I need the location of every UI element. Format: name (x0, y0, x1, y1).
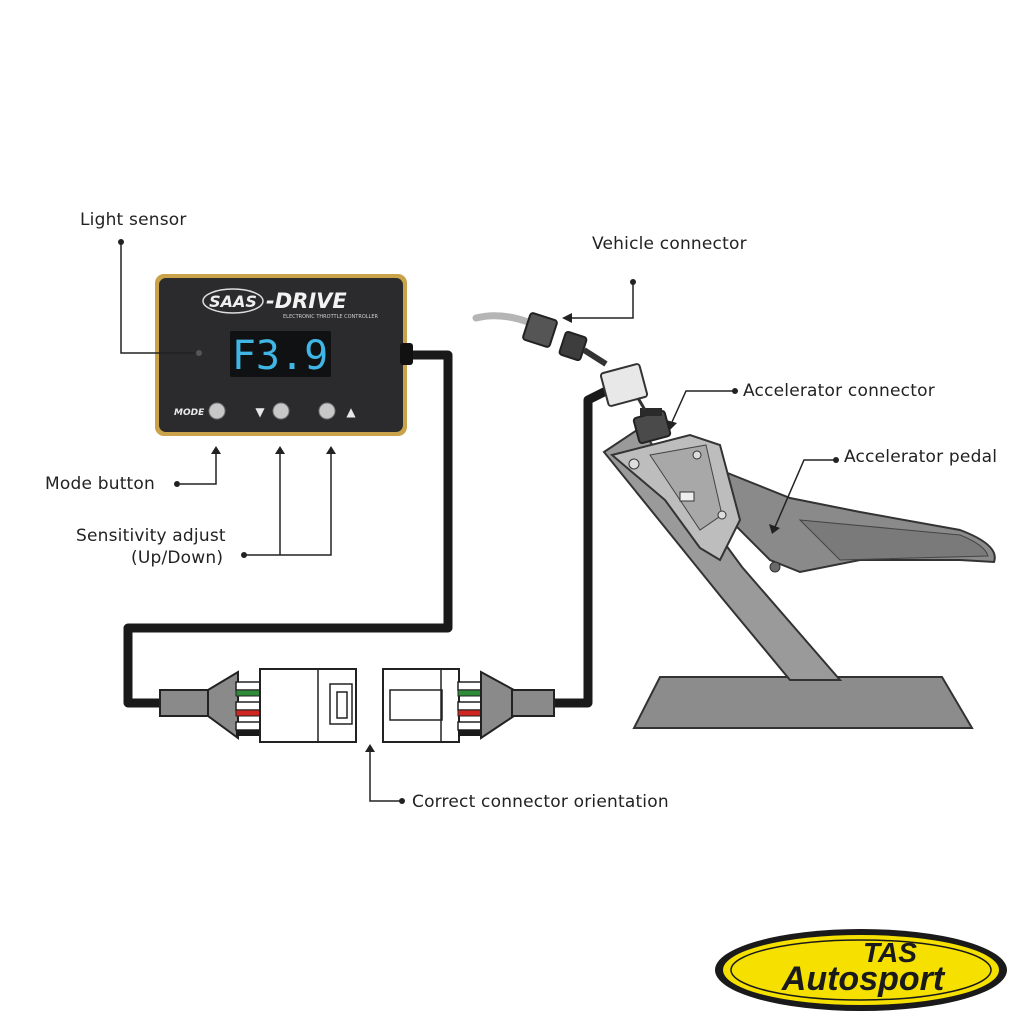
label-sensitivity-updown: (Up/Down) (131, 548, 224, 568)
product-name: -DRIVE (266, 289, 347, 313)
mode-button[interactable] (208, 402, 226, 420)
accelerator-connector (632, 408, 672, 445)
pedal-sensor-housing (609, 433, 742, 562)
label-light-sensor: Light sensor (80, 210, 187, 230)
down-arrow-icon: ▼ (255, 405, 265, 419)
callout-marks-orientation (365, 744, 405, 804)
callout-lines-device (120, 242, 332, 556)
label-sensitivity-adjust: Sensitivity adjust (76, 526, 226, 546)
light-sensor (196, 350, 202, 356)
callout-marks-pedal (562, 279, 839, 534)
label-accelerator-connector: Accelerator connector (743, 381, 935, 401)
display-readout: F3.9 (232, 333, 328, 379)
vehicle-connector (472, 312, 608, 367)
up-arrow-icon: ▲ (346, 405, 356, 419)
callout-lines-pedal (570, 282, 834, 528)
logo-line2: Autosport (781, 960, 946, 998)
label-mode-button: Mode button (45, 474, 155, 494)
product-subtitle: ELECTRONIC THROTTLE CONTROLLER (283, 314, 378, 320)
mode-label: MODE (174, 408, 205, 418)
right-harness-plug (382, 668, 555, 743)
label-accelerator-pedal: Accelerator pedal (844, 447, 998, 467)
cable-device-to-left-plug (123, 350, 453, 708)
tas-autosport-logo: TAS Autosport (715, 929, 1007, 1011)
callout-line-orientation (369, 750, 400, 802)
throttle-controller-device: SAAS -DRIVE ELECTRONIC THROTTLE CONTROLL… (155, 274, 413, 436)
cable-right-plug-to-pedal (552, 383, 615, 708)
up-button[interactable] (318, 402, 336, 420)
brand-logo-text: SAAS (209, 292, 257, 311)
pedal-base (632, 676, 974, 729)
digital-display (230, 331, 331, 377)
accelerator-pedal (718, 468, 996, 574)
label-correct-orientation: Correct connector orientation (412, 792, 669, 812)
left-harness-plug (159, 668, 357, 743)
down-button[interactable] (272, 402, 290, 420)
logo-line1: TAS (863, 937, 917, 968)
label-vehicle-connector: Vehicle connector (592, 234, 747, 254)
callout-dots-device (118, 239, 336, 558)
brand-logo-oval (202, 288, 264, 314)
inline-adapter (599, 363, 649, 411)
